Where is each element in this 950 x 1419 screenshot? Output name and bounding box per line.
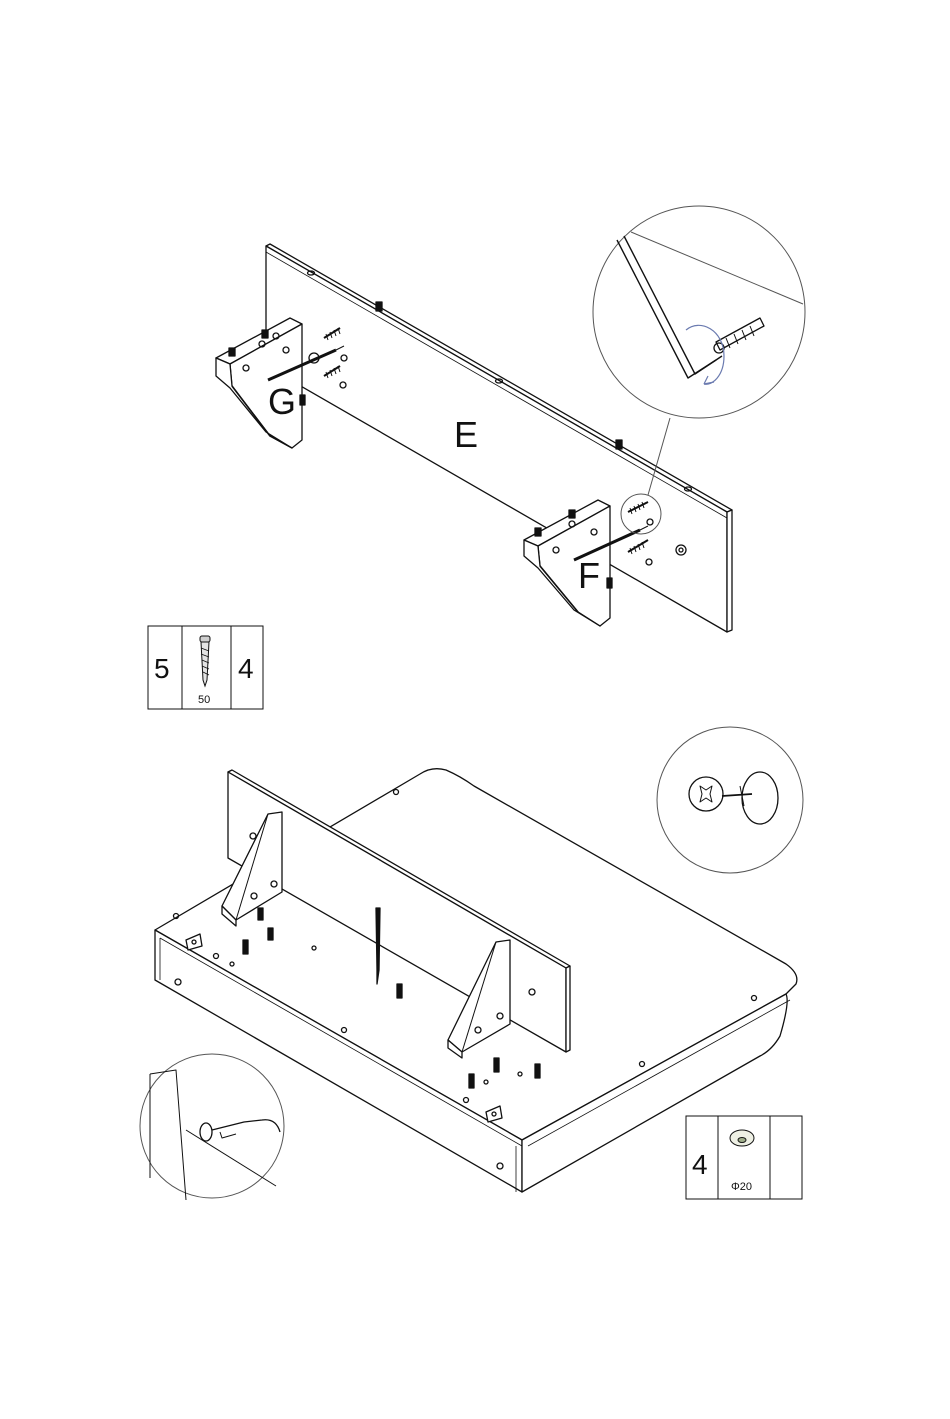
hardware-box-1-left-count: 5	[154, 653, 170, 684]
cover-cap-icon	[730, 1130, 754, 1146]
label-bracket-g: G	[268, 381, 296, 422]
step-1-illustration	[216, 206, 805, 632]
screw-icon	[200, 636, 210, 686]
hardware-box-1-part-size: 50	[198, 694, 210, 706]
hardware-box-2-count: 4	[692, 1149, 708, 1180]
zoom-callout-cover-cap	[140, 1054, 284, 1200]
zoom-callout-cam-lock	[657, 727, 803, 873]
label-panel-e: E	[454, 414, 478, 455]
hardware-box-2-part-size: Φ20	[731, 1181, 752, 1193]
hardware-box-1-right-count: 4	[238, 653, 254, 684]
label-bracket-f: F	[578, 555, 600, 596]
step-2-illustration	[140, 727, 803, 1200]
